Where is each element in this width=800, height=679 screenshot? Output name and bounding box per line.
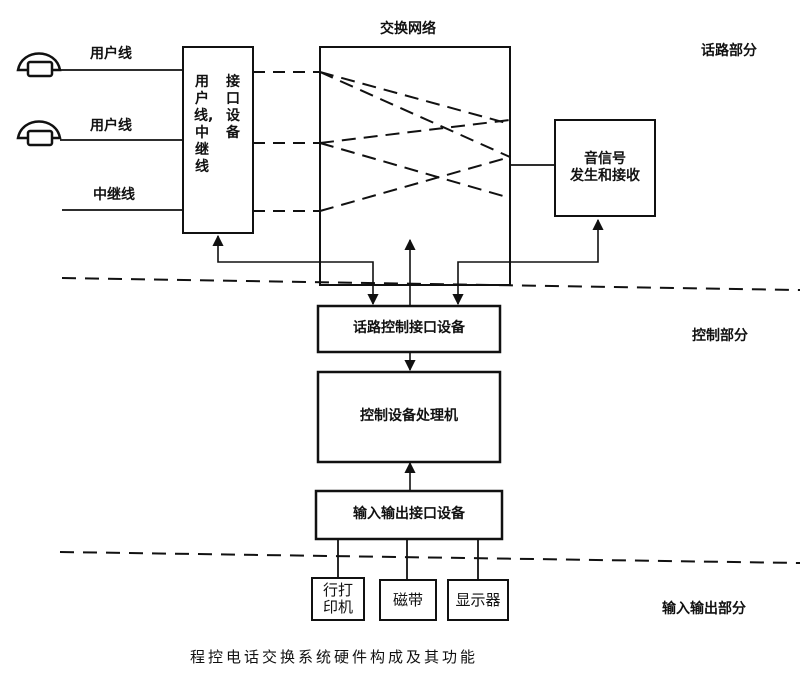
printer-box	[311, 577, 365, 621]
tape-label: 磁带	[392, 590, 423, 609]
control-interface-box	[316, 304, 502, 354]
interface-right-text: 接口设备	[226, 74, 240, 141]
tone-box-line1: 音信号	[584, 150, 626, 167]
tone-box-text: 音信号 发生和接收	[556, 121, 654, 215]
display-label: 显示器	[455, 590, 501, 609]
interface-left-text: 用户线,中继线	[194, 74, 214, 175]
processor-label: 控制设备处理机	[360, 408, 458, 425]
processor-box	[316, 370, 502, 464]
control-buses	[212, 218, 604, 490]
control-interface-label: 话路控制接口设备	[353, 320, 465, 337]
section-label-control: 控制部分	[692, 328, 748, 344]
subscriber-line-label-2: 用户线	[90, 118, 132, 134]
subscriber-line-label-1: 用户线	[90, 46, 132, 62]
tone-box-line2: 发生和接收	[570, 168, 640, 184]
separator-voice-control	[61, 277, 800, 291]
switch-crosspoints	[319, 71, 511, 212]
tone-box	[554, 119, 656, 217]
separator-control-io	[59, 551, 800, 564]
section-label-voice: 话路部分	[701, 43, 757, 59]
telephone-icon	[16, 52, 62, 78]
dashed-links	[253, 71, 320, 212]
peripheral-connectors	[337, 539, 479, 580]
printer-label: 行打印机	[322, 580, 353, 616]
tape-box	[379, 579, 437, 621]
switch-network-title: 交换网络	[380, 21, 436, 37]
display-box	[447, 579, 509, 621]
io-interface-label: 输入输出接口设备	[353, 506, 465, 523]
external-lines	[60, 69, 183, 211]
io-interface-box	[314, 489, 504, 541]
section-label-io: 输入输出部分	[662, 601, 746, 617]
interface-box	[182, 46, 254, 234]
telephone-icon	[16, 120, 62, 147]
figure-caption: 程控电话交换系统硬件构成及其功能	[190, 648, 479, 666]
trunk-line-label: 中继线	[93, 187, 135, 203]
